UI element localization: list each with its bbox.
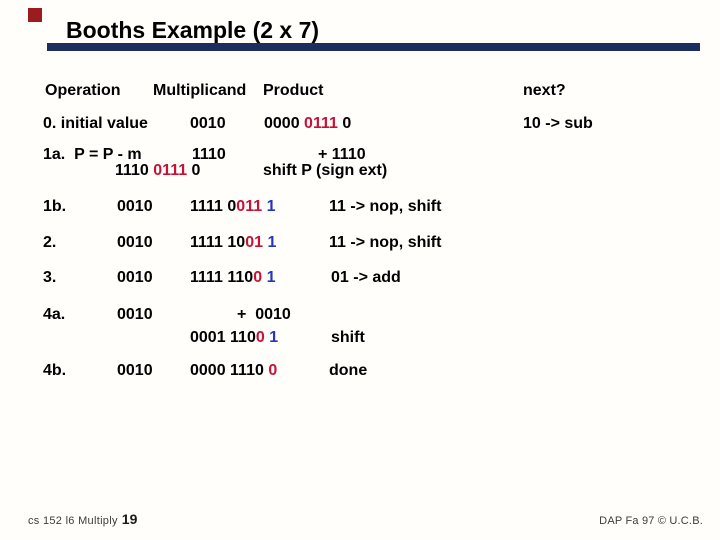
- header-multiplicand: Multiplicand: [153, 82, 246, 100]
- text-segment-black: 0000 1110: [190, 362, 269, 379]
- text-segment-black: 0: [337, 115, 352, 132]
- header-next: next?: [523, 82, 566, 100]
- text-segment-black: 0010: [190, 115, 226, 132]
- text-segment-black: + 1110: [318, 146, 366, 163]
- header-operation: Operation: [45, 82, 121, 100]
- text-segment-blue: 1: [266, 269, 276, 286]
- text-segment-blue: 1: [267, 234, 277, 251]
- text-segment-red: 0111: [153, 162, 188, 179]
- text-segment-black: shift P (sign ext): [263, 162, 388, 179]
- row3-multiplicand: 0010: [117, 269, 153, 287]
- text-segment-red: 0111: [304, 115, 338, 132]
- text-segment-black: Product: [263, 82, 324, 99]
- text-segment-black: 2.: [43, 234, 57, 251]
- row0-multiplicand: 0010: [190, 115, 226, 133]
- text-segment-black: Operation: [45, 82, 121, 99]
- row2-next: 11 -> nop, shift: [329, 234, 441, 252]
- row4a-operation: 4a.: [43, 306, 65, 324]
- text-segment-black: 01 -> add: [331, 269, 401, 286]
- text-segment-black: 11 -> nop, shift: [329, 234, 442, 251]
- row1a-product: 1110 0111 0: [115, 162, 200, 180]
- course-name: cs 152 l6 Multiply: [28, 515, 118, 527]
- row4a-multiplicand: 0010: [117, 306, 153, 324]
- row0-next: 10 -> sub: [523, 115, 593, 133]
- text-segment-black: 10 -> sub: [523, 115, 593, 132]
- text-segment-blue: 1: [266, 198, 276, 215]
- text-segment-red: 0: [268, 362, 278, 379]
- text-segment-black: 3.: [43, 269, 57, 286]
- row4b-product: 0000 1110 0: [190, 362, 277, 380]
- text-segment-red: 0: [253, 269, 263, 286]
- row4a-next: shift: [331, 329, 365, 347]
- title-underline-rule: [47, 43, 700, 51]
- row1b-multiplicand: 0010: [117, 198, 153, 216]
- text-segment-black: 1111 10: [190, 234, 246, 251]
- text-segment-red: 011: [236, 198, 263, 215]
- text-segment-black: Multiplicand: [153, 82, 247, 99]
- row2-operation: 2.: [43, 234, 56, 252]
- row1a-operation: 1a. P = P - m: [43, 146, 142, 164]
- text-segment-black: 0000: [264, 115, 305, 132]
- text-segment-black: 0. initial value: [43, 115, 148, 132]
- text-segment-black: shift: [331, 329, 365, 346]
- row4a-add: + 0010: [237, 306, 291, 324]
- row1a-multiplicand: 1110: [192, 146, 226, 164]
- text-segment-black: 4a.: [43, 306, 66, 323]
- row4b-multiplicand: 0010: [117, 362, 153, 380]
- page-number: 19: [121, 511, 138, 527]
- footer-credit: DAP Fa 97 © U.C.B.: [599, 515, 703, 527]
- text-segment-black: 0010: [117, 362, 153, 379]
- text-segment-black: 1111 0: [190, 198, 237, 215]
- text-segment-red: 0: [255, 329, 265, 346]
- row4a-product: 0001 1100 1: [190, 329, 278, 347]
- text-segment-black: 4b.: [43, 362, 67, 379]
- row2-multiplicand: 0010: [117, 234, 153, 252]
- text-segment-black: 1111 110: [190, 269, 254, 286]
- text-segment-black: 0010: [117, 269, 153, 286]
- text-segment-black: next?: [523, 82, 566, 99]
- text-segment-black: done: [329, 362, 368, 379]
- text-segment-black: 0001 110: [190, 329, 256, 346]
- text-segment-black: 0010: [117, 306, 153, 323]
- row1b-product: 1111 0011 1: [190, 198, 275, 216]
- row1a-add: + 1110: [318, 146, 366, 164]
- row0-operation: 0. initial value: [43, 115, 148, 133]
- text-segment-black: 0010: [117, 234, 153, 251]
- text-segment-black: 11 -> nop, shift: [329, 198, 442, 215]
- text-segment-black: 1110: [192, 146, 226, 163]
- text-segment-black: 1b.: [43, 198, 67, 215]
- text-segment-black: 0010: [117, 198, 153, 215]
- text-segment-black: 1a. P = P - m: [43, 146, 142, 163]
- row0-product: 0000 0111 0: [264, 115, 351, 133]
- text-segment-black: 0: [187, 162, 201, 179]
- row2-product: 1111 1001 1: [190, 234, 276, 252]
- row1a-next: shift P (sign ext): [263, 162, 387, 180]
- footer-course-label: cs 152 l6 Multiply 19: [28, 511, 137, 527]
- text-segment-black: + 0010: [237, 306, 291, 323]
- header-product: Product: [263, 82, 323, 100]
- text-segment-blue: 1: [269, 329, 279, 346]
- row3-next: 01 -> add: [331, 269, 401, 287]
- row1b-next: 11 -> nop, shift: [329, 198, 441, 216]
- row1b-operation: 1b.: [43, 198, 66, 216]
- text-segment-red: 01: [245, 234, 263, 251]
- text-segment-black: 1110: [115, 162, 154, 179]
- title-bullet-square: [28, 8, 42, 22]
- row3-operation: 3.: [43, 269, 56, 287]
- page-title: Booths Example (2 x 7): [66, 17, 320, 43]
- row4b-next: done: [329, 362, 367, 380]
- row4b-operation: 4b.: [43, 362, 66, 380]
- row3-product: 1111 1100 1: [190, 269, 275, 287]
